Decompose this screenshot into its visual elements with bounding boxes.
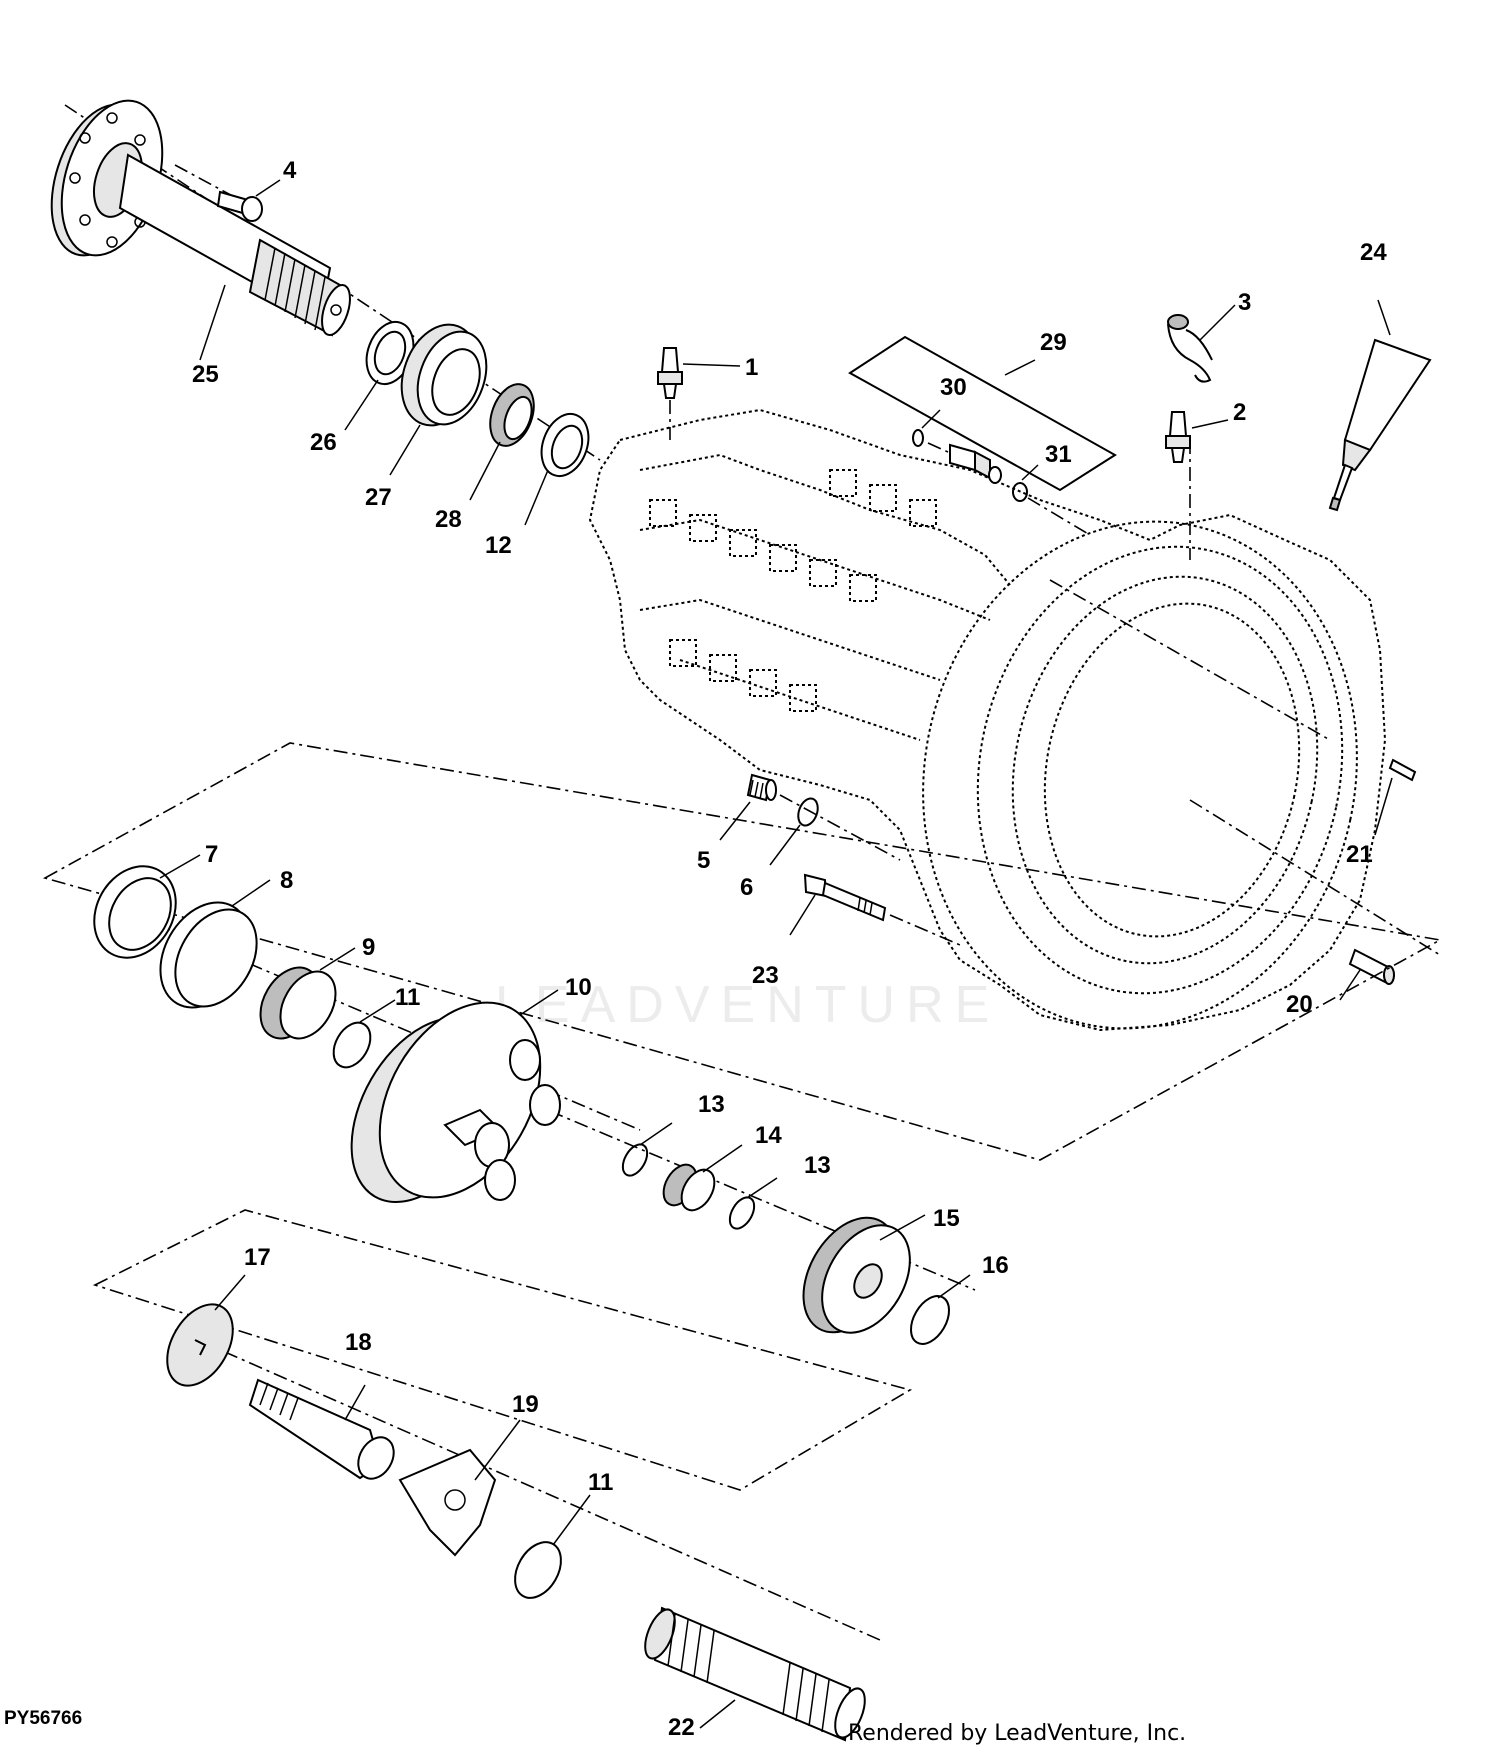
callout-21: 21 (1346, 841, 1373, 868)
callout-15: 15 (933, 1205, 960, 1232)
watermark: LEADVENTURE (495, 976, 1001, 1034)
callout-16: 16 (982, 1252, 1009, 1279)
callout-12: 12 (485, 532, 512, 559)
callout-24: 24 (1360, 239, 1387, 266)
lower-drive-group (92, 1209, 913, 1742)
callout-11-lower: 11 (588, 1469, 613, 1496)
render-credit: Rendered by LeadVenture, Inc. (848, 1721, 1187, 1746)
callout-29: 29 (1040, 329, 1067, 356)
fitting-kit-29 (848, 335, 1117, 536)
stud-bolt-4 (216, 179, 281, 222)
callout-2: 2 (1233, 399, 1246, 426)
figure-id: PY56766 (4, 1708, 83, 1729)
callout-7: 7 (205, 841, 218, 868)
callout-27: 27 (365, 484, 392, 511)
callout-25: 25 (192, 361, 219, 388)
transmission-housing-outline (588, 408, 1441, 1032)
fittings-1-2-3 (657, 304, 1236, 463)
callout-labels: 1 2 3 4 5 6 7 8 9 10 11 11 12 13 13 14 1… (192, 157, 1387, 1741)
callout-22: 22 (668, 1714, 695, 1741)
callout-9: 9 (362, 934, 375, 961)
callout-31: 31 (1045, 441, 1072, 468)
callout-3: 3 (1238, 289, 1251, 316)
planetary-carrier-group (42, 742, 1443, 1345)
callout-4: 4 (283, 157, 297, 184)
callout-14: 14 (755, 1122, 782, 1149)
callout-20: 20 (1286, 991, 1313, 1018)
axle-shaft-assembly (50, 99, 601, 461)
callout-30: 30 (940, 374, 967, 401)
callout-11: 11 (395, 984, 420, 1011)
bearing-stack-top (344, 321, 590, 526)
callout-8: 8 (280, 867, 293, 894)
callout-10: 10 (565, 974, 592, 1001)
callout-5: 5 (697, 847, 710, 874)
callout-26: 26 (310, 429, 337, 456)
callout-13: 13 (698, 1091, 725, 1118)
callout-1: 1 (745, 354, 758, 381)
callout-23: 23 (752, 962, 779, 989)
plugs-pins (719, 758, 1417, 1001)
callout-17: 17 (244, 1244, 271, 1271)
callout-6: 6 (740, 874, 753, 901)
callout-18: 18 (345, 1329, 372, 1356)
callout-19: 19 (512, 1391, 539, 1418)
callout-28: 28 (435, 506, 462, 533)
callout-13-b: 13 (804, 1152, 831, 1179)
sealant-tube-24 (1328, 299, 1432, 512)
